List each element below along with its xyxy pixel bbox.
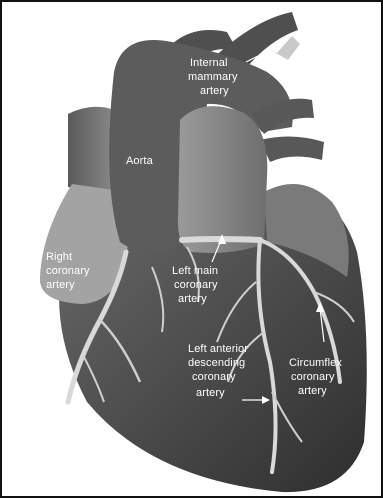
vena-cava-shape: [68, 107, 114, 194]
aorta-label: Aorta: [126, 155, 154, 167]
pulmonary-trunk-shape: [178, 106, 267, 253]
pulmonary-branch-lower: [260, 136, 324, 162]
